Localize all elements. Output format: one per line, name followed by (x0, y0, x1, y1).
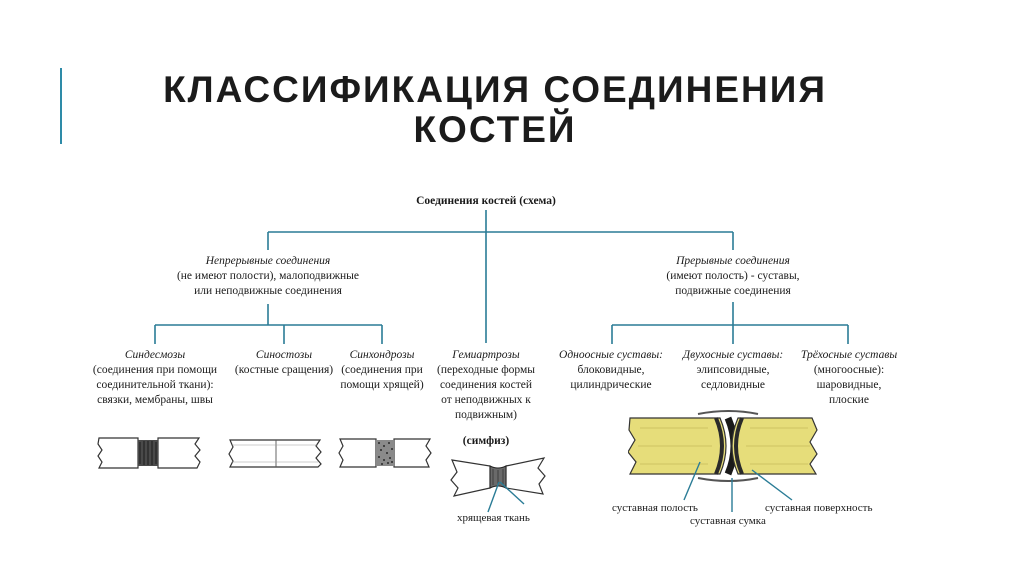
continuous-node: Непрерывные соединения (не имеют полости… (158, 254, 378, 299)
syndesmoses-node: Синдесмозы (соединения при помощи соедин… (80, 348, 230, 408)
hemiarthroses-desc-3: от неподвижных к (441, 394, 531, 406)
discontinuous-name: Прерывные соединения (676, 255, 790, 267)
pointer-cavity (683, 461, 701, 501)
syndesmoses-desc-1: (соединения при помощи (92, 364, 218, 376)
triaxial-desc-2: шаровидные, (816, 379, 882, 391)
title-line-2: КОСТЕЙ (413, 109, 577, 150)
uniaxial-name: Одноосные суставы: (559, 349, 663, 361)
syndesmoses-desc-2: соединительной ткани): (96, 379, 214, 391)
cartilage-caption: хрящевая ткань (457, 512, 530, 524)
hemiarthroses-desc-2: соединения костей (439, 379, 533, 391)
discontinuous-desc-1: (имеют полость) - суставы, (666, 270, 800, 282)
triaxial-node: Трёхосные суставы (многоосные): шаровидн… (790, 348, 908, 408)
hemiarthroses-desc-1: (переходные формы (436, 364, 535, 376)
joint-surface-caption: суставная поверхность (765, 502, 873, 514)
synchondroses-desc-1: (соединения при (341, 364, 423, 376)
synchondroses-desc-2: помощи хрящей) (340, 379, 424, 391)
biaxial-name: Двухосные суставы: (682, 349, 784, 361)
continuous-desc-1: (не имеют полости), малоподвижные (176, 270, 360, 282)
synostoses-node: Синостозы (костные сращения) (224, 348, 344, 378)
continuous-desc-2: или неподвижные соединения (194, 285, 342, 297)
synovial-joint-illustration (628, 410, 818, 482)
synchondroses-node: Синхондрозы (соединения при помощи хряще… (332, 348, 432, 393)
synostoses-name: Синостозы (255, 349, 313, 361)
triaxial-name: Трёхосные суставы (800, 349, 898, 361)
uniaxial-desc-1: блоковидные, (577, 364, 645, 376)
page-title: КЛАССИФИКАЦИЯ СОЕДИНЕНИЯ КОСТЕЙ (80, 70, 910, 150)
syndesmoses-desc-3: связки, мембраны, швы (97, 394, 213, 406)
symphysis-label: (симфиз) (462, 435, 510, 447)
accent-bar (60, 68, 62, 144)
synchondroses-name: Синхондрозы (349, 349, 415, 361)
root-node: Соединения костей (схема) (386, 194, 586, 209)
hemiarthroses-node: Гемиартрозы (переходные формы соединения… (431, 348, 541, 423)
syndesmosis-illustration (97, 437, 201, 469)
joint-cavity-caption: суставная полость (612, 502, 698, 514)
symphysis-note: (симфиз) (451, 434, 521, 449)
discontinuous-node: Прерывные соединения (имеют полость) - с… (623, 254, 843, 299)
pointer-surface (751, 469, 793, 501)
discontinuous-desc-2: подвижные соединения (675, 285, 791, 297)
biaxial-desc-1: элипсовидные, (696, 364, 770, 376)
synchondrosis-illustration (338, 438, 432, 468)
triaxial-desc-3: плоские (829, 394, 869, 406)
symphysis-illustration (450, 457, 546, 513)
root-label: Соединения костей (схема) (416, 195, 556, 207)
hemiarthroses-desc-4: подвижным) (455, 409, 517, 421)
continuous-name: Непрерывные соединения (205, 255, 331, 267)
uniaxial-node: Одноосные суставы: блоковидные, цилиндри… (550, 348, 672, 393)
uniaxial-desc-2: цилиндрические (570, 379, 652, 391)
synostoses-desc-1: (костные сращения) (234, 364, 334, 376)
joint-capsule-caption: суставная сумка (690, 515, 766, 527)
syndesmoses-name: Синдесмозы (124, 349, 186, 361)
synostosis-illustration (228, 439, 322, 468)
biaxial-node: Двухосные суставы: элипсовидные, седлови… (672, 348, 794, 393)
title-line-1: КЛАССИФИКАЦИЯ СОЕДИНЕНИЯ (163, 69, 827, 110)
hemiarthroses-name: Гемиартрозы (452, 349, 520, 361)
biaxial-desc-2: седловидные (701, 379, 765, 391)
triaxial-desc-1: (многоосные): (813, 364, 885, 376)
